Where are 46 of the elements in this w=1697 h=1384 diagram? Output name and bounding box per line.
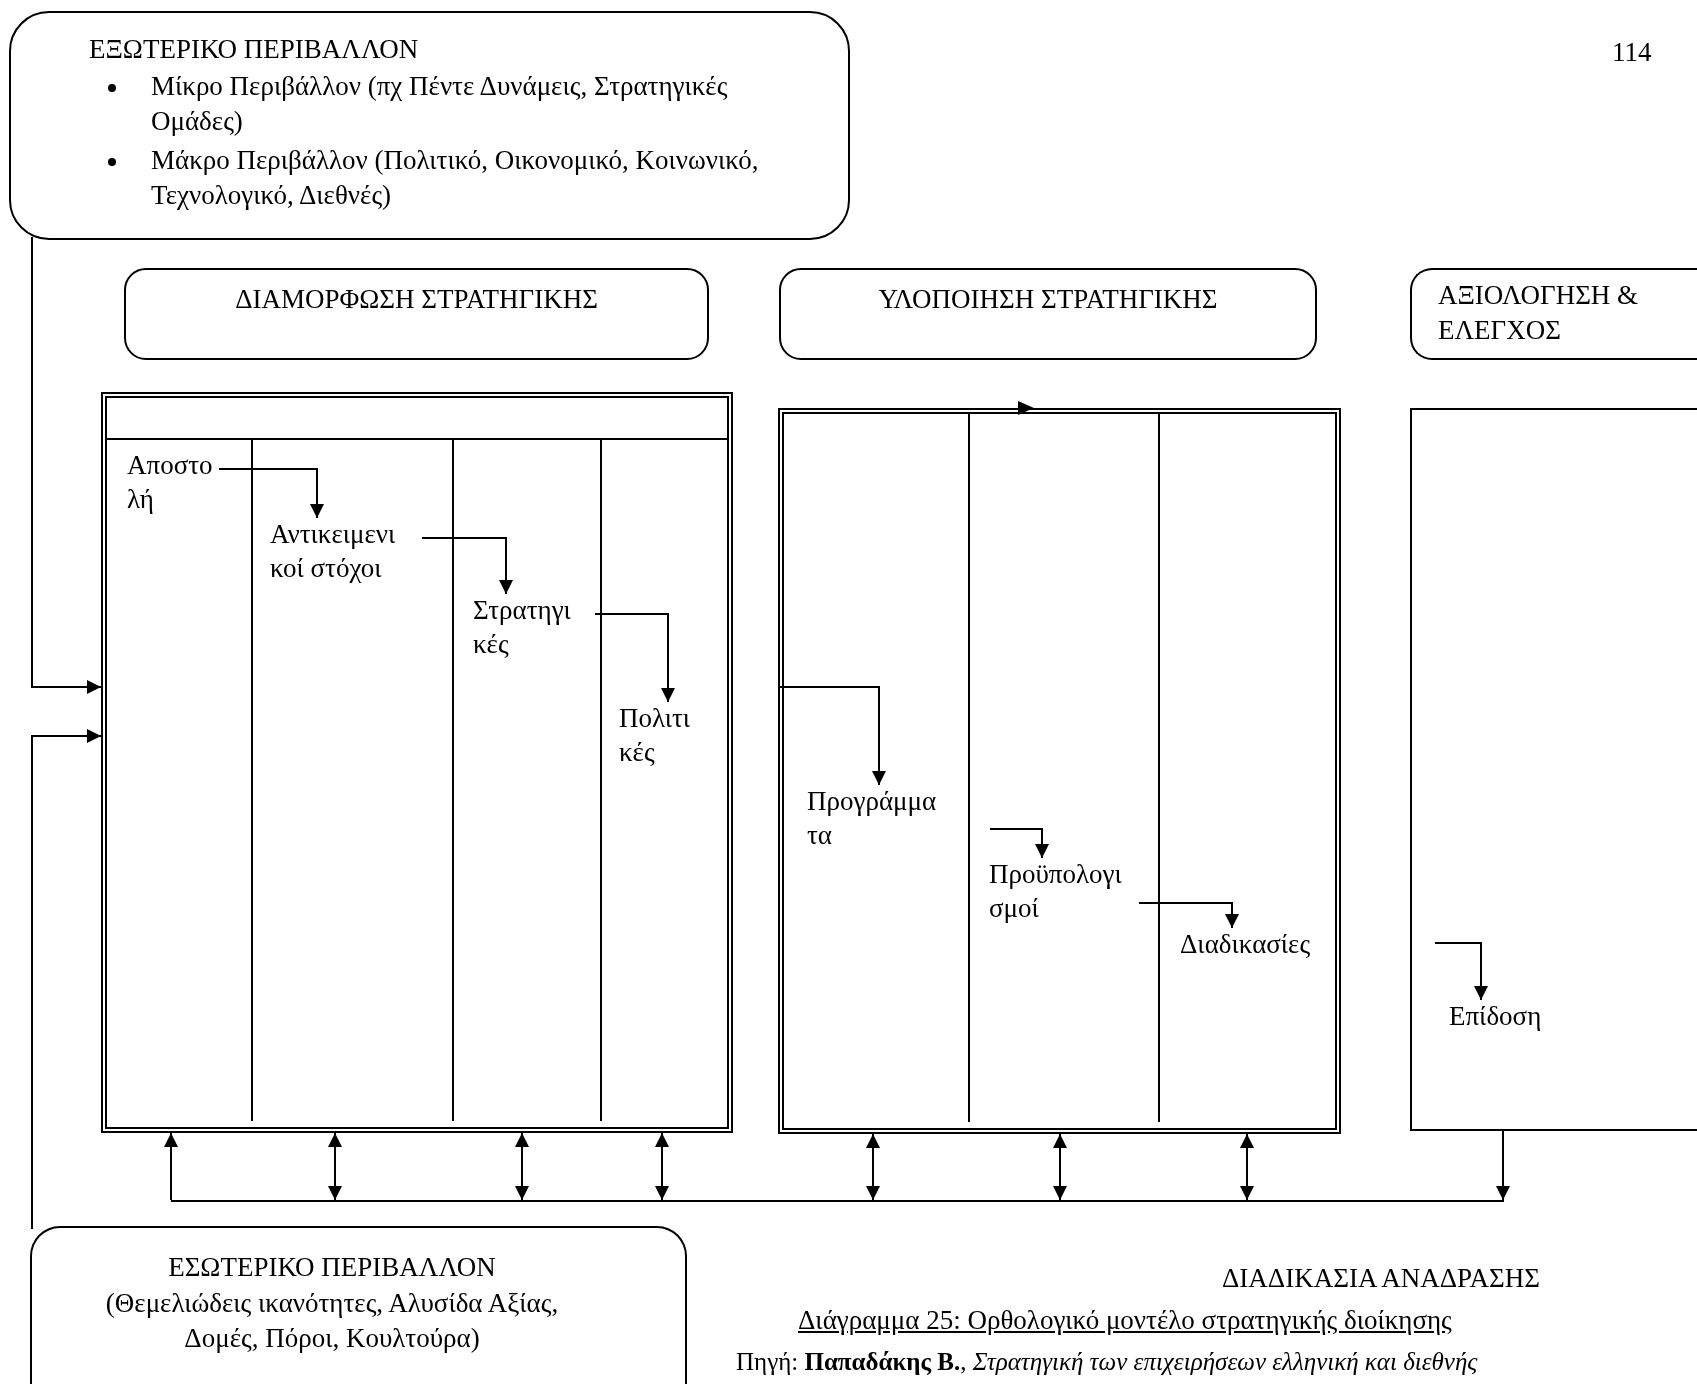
section-label: ΔΙΑΔΙΚΑΣΙΑ ΑΝΑΔΡΑΣΗΣ [1222, 1262, 1541, 1295]
arrow [989, 828, 1049, 859]
arrow [1434, 942, 1488, 1001]
arrow [421, 537, 513, 595]
double-arrow [515, 1132, 529, 1201]
step-text: Πολιτι κές [619, 702, 709, 770]
source-text: Πηγή: Παπαδάκης Β., Στρατηγική των επιχειρήσεων ελληνική και διεθνής [736, 1347, 1478, 1377]
double-arrow [1053, 1133, 1067, 1201]
step-text: Προγράμμα τα [807, 785, 957, 853]
header-text: ΔΙΑΜΟΡΦΩΣΗ ΣΤΡΑΤΗΓΙΚΗΣ [234, 283, 599, 316]
caption-text: Διάγραμμα 25: Ορθολογικό μοντέλο στρατηγικής διοίκησης [798, 1304, 1452, 1337]
bullet-text: Μίκρο Περιβάλλον (πχ Πέντε Δυνάμεις, Στρατηγικές Ομάδες) [151, 70, 729, 139]
arrow [164, 1132, 178, 1201]
arrow [1138, 902, 1239, 929]
body-text: (Θεμελιώδεις ικανότητες, Αλυσίδα Αξίας, Δομές, Πόροι, Κουλτούρα) [104, 1287, 560, 1356]
stage-panel [1410, 408, 1697, 1131]
stage-header-box [779, 268, 1317, 360]
feedback-line [171, 1200, 1504, 1202]
step-text: Επίδοση [1449, 1000, 1542, 1034]
page-number: 114 [1612, 36, 1652, 69]
double-arrow [655, 1132, 669, 1201]
stage-header-box [1410, 268, 1697, 360]
stage-panel [101, 392, 733, 1133]
step-text: Αντικειμενι κοί στόχοι [270, 518, 422, 586]
bullet-text: Μάκρο Περιβάλλον (Πολιτικό, Οικονομικό, Κοινωνικό, Τεχνολογικό, Διεθνές) [151, 144, 760, 213]
double-arrow [866, 1133, 880, 1201]
arrow [594, 613, 675, 703]
step-text: Διαδικασίες [1180, 928, 1311, 962]
step-text: Αποστο λή [127, 449, 219, 517]
arrow [1496, 1130, 1510, 1201]
header-text: ΥΛΟΠΟΙΗΣΗ ΣΤΡΑΤΗΓΙΚΗΣ [877, 283, 1219, 316]
arrow [779, 686, 886, 786]
stage-panel [778, 408, 1341, 1134]
stage-header-box [124, 268, 709, 360]
double-arrow [328, 1132, 342, 1201]
heading-text: ΕΞΩΤΕΡΙΚΟ ΠΕΡΙΒΑΛΛΟΝ [89, 33, 419, 66]
step-text: Στρατηγι κές [473, 594, 595, 662]
environment-box [30, 1226, 687, 1384]
header-text: ΑΞΙΟΛΟΓΗΣΗ & ΕΛΕΓΧΟΣ [1438, 279, 1640, 348]
environment-box [9, 11, 850, 240]
double-arrow [1240, 1133, 1254, 1201]
step-text: Προϋπολογι σμοί [989, 858, 1139, 926]
arrow [31, 729, 102, 1230]
arrow [218, 468, 324, 519]
arrow [31, 236, 102, 694]
heading-text: ΕΣΩΤΕΡΙΚΟ ΠΕΡΙΒΑΛΛΟΝ [167, 1251, 497, 1284]
